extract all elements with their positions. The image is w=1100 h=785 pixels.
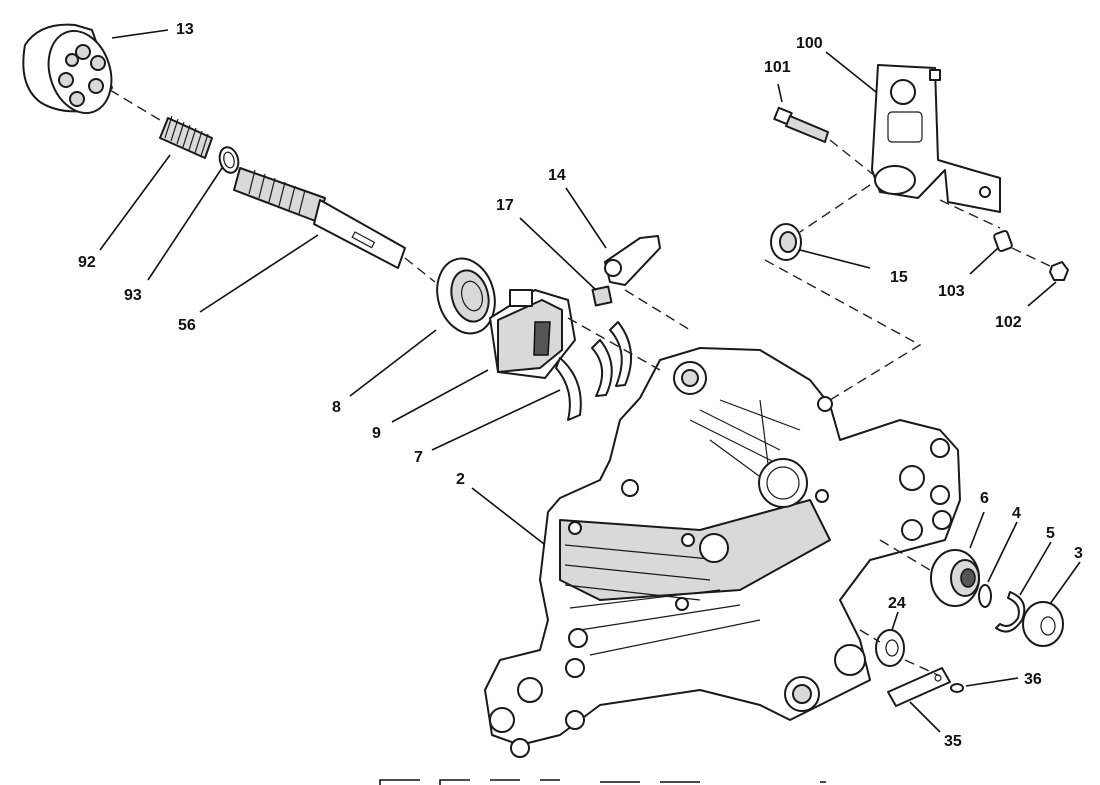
leader-lines bbox=[99, 29, 1081, 733]
callout-3: 3 bbox=[1074, 545, 1083, 562]
callout-4: 4 bbox=[1012, 505, 1021, 522]
part-100-bracket bbox=[871, 64, 1001, 213]
assembly-centerlines bbox=[109, 89, 1051, 677]
callout-101: 101 bbox=[764, 59, 791, 76]
callout-56: 56 bbox=[178, 317, 196, 334]
callout-92: 92 bbox=[78, 254, 96, 271]
part-103-spacer bbox=[993, 229, 1013, 253]
part-101-bolt bbox=[773, 106, 829, 143]
part-56-shaft bbox=[233, 167, 406, 269]
part-5-retaining-ring bbox=[995, 591, 1026, 633]
callout-14: 14 bbox=[548, 167, 566, 184]
callout-5: 5 bbox=[1046, 525, 1055, 542]
part-9-swashplate bbox=[489, 289, 576, 379]
part-4-ring bbox=[978, 584, 992, 608]
callout-102: 102 bbox=[995, 314, 1022, 331]
part-93-washer bbox=[218, 146, 240, 174]
callout-15: 15 bbox=[890, 269, 908, 286]
callout-labels: 13 92 93 56 14 17 8 9 7 100 101 15 103 1… bbox=[78, 21, 1083, 750]
part-7-shims bbox=[555, 321, 633, 421]
callout-17: 17 bbox=[496, 197, 514, 214]
callout-93: 93 bbox=[124, 287, 142, 304]
part-102-nut bbox=[1049, 261, 1069, 281]
callout-13: 13 bbox=[176, 21, 194, 38]
part-24-washer bbox=[875, 629, 905, 667]
part-36-clip bbox=[950, 683, 964, 693]
part-8-thrust-bearing bbox=[436, 257, 496, 335]
part-13-cylinder-block bbox=[22, 23, 113, 115]
part-35-plate bbox=[887, 667, 951, 707]
part-17-slide-block bbox=[591, 285, 613, 307]
callout-6: 6 bbox=[980, 490, 989, 507]
part-2-housing bbox=[484, 347, 961, 758]
part-6-bearing bbox=[930, 549, 980, 607]
callout-24: 24 bbox=[888, 595, 906, 612]
part-14-trunnion-arm bbox=[604, 235, 661, 286]
callout-100: 100 bbox=[796, 35, 823, 52]
callout-103: 103 bbox=[938, 283, 965, 300]
callout-36: 36 bbox=[1024, 671, 1042, 688]
callout-2: 2 bbox=[456, 471, 465, 488]
callout-9: 9 bbox=[372, 425, 381, 442]
cropped-caption bbox=[379, 779, 826, 785]
part-3-seal bbox=[1022, 601, 1064, 647]
part-92-spring bbox=[159, 115, 213, 159]
part-15-bearing bbox=[770, 223, 802, 261]
callout-35: 35 bbox=[944, 733, 962, 750]
callout-8: 8 bbox=[332, 399, 341, 416]
callout-7: 7 bbox=[414, 449, 423, 466]
